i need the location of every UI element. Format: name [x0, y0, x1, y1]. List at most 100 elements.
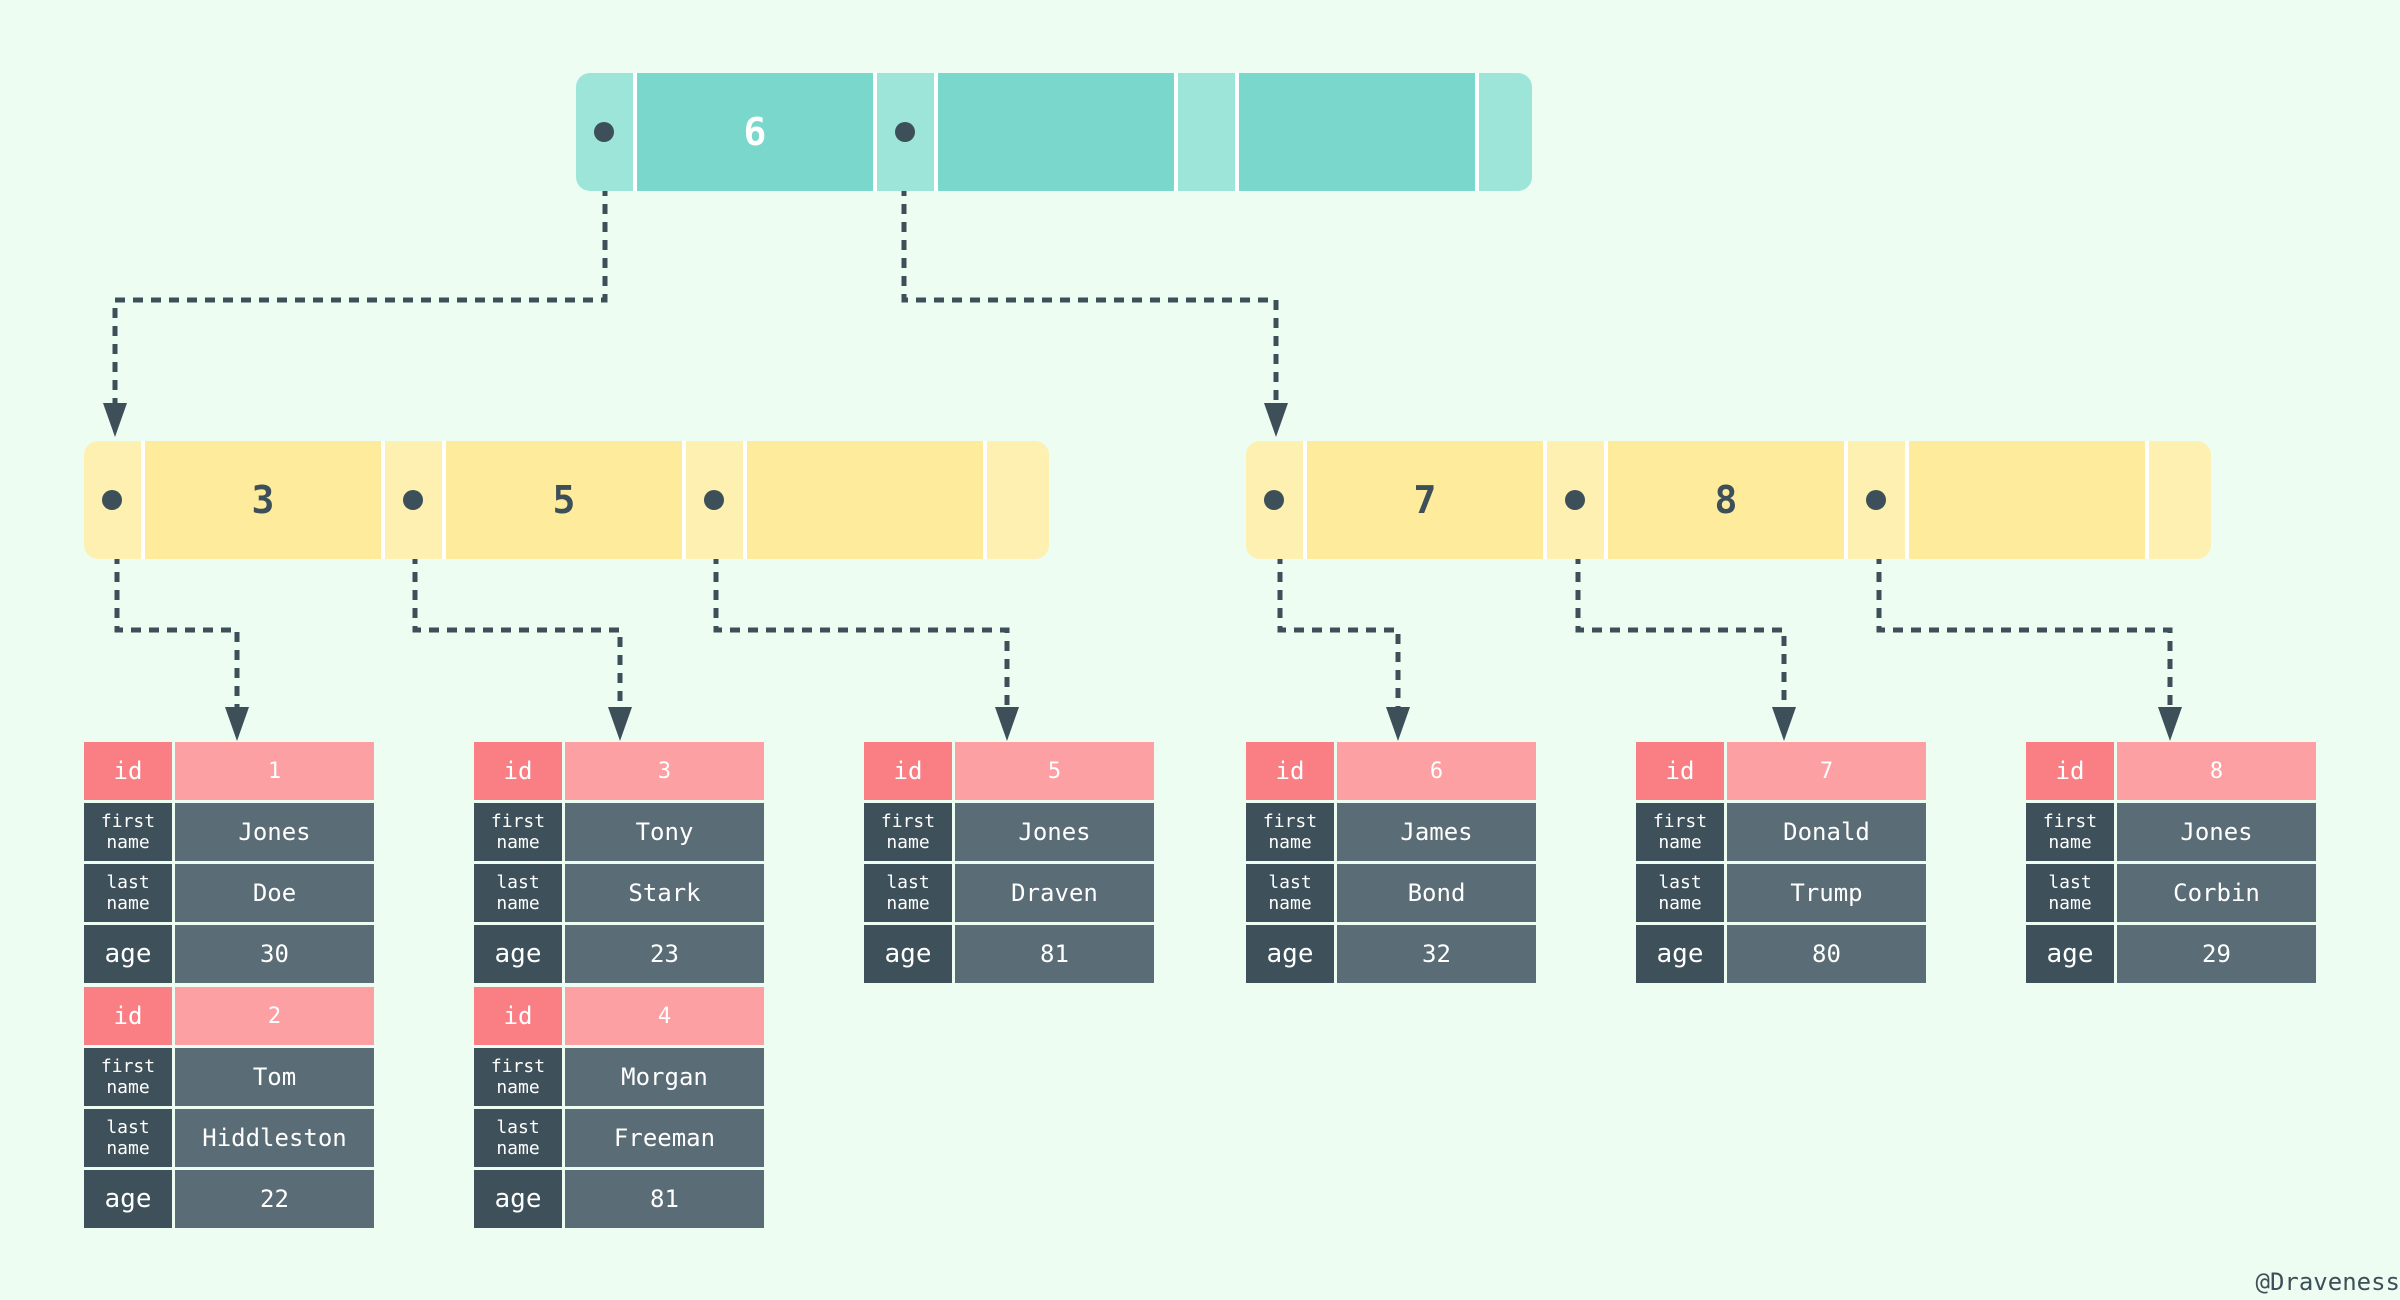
id-value: 6 [1337, 742, 1536, 800]
age-value: 29 [2117, 925, 2316, 983]
edge-leaf-3-to-record-1 [114, 500, 240, 733]
arrowhead-icon [2158, 707, 2182, 741]
leaf-key: 3 [145, 441, 381, 559]
first-name-value: James [1337, 803, 1536, 861]
leaf-end-slot [2149, 441, 2211, 559]
leaf-key: 8 [1608, 441, 1844, 559]
id-value: 5 [955, 742, 1154, 800]
age-value: 30 [175, 925, 374, 983]
id-label: id [474, 742, 562, 800]
leaf-node-left: 3 5 [84, 441, 1049, 559]
id-value: 3 [565, 742, 764, 800]
id-value: 8 [2117, 742, 2316, 800]
first-name-label: first name [474, 1048, 562, 1106]
arrowhead-icon [225, 707, 249, 741]
last-name-value: Draven [955, 864, 1154, 922]
id-label: id [474, 987, 562, 1045]
first-name-value: Donald [1727, 803, 1926, 861]
last-name-value: Bond [1337, 864, 1536, 922]
first-name-label: first name [1246, 803, 1334, 861]
root-key [938, 73, 1174, 191]
age-label: age [1636, 925, 1724, 983]
last-name-value: Stark [565, 864, 764, 922]
edge-leaf-8-to-record-7 [1575, 500, 1787, 733]
age-label: age [864, 925, 952, 983]
age-value: 22 [175, 1170, 374, 1228]
first-name-value: Jones [955, 803, 1154, 861]
last-name-label: last name [84, 864, 172, 922]
first-name-label: first name [864, 803, 952, 861]
arrowhead-icon [1772, 707, 1796, 741]
leaf-pointer-slot [84, 441, 141, 559]
id-label: id [2026, 742, 2114, 800]
age-label: age [2026, 925, 2114, 983]
first-name-value: Tom [175, 1048, 374, 1106]
id-label: id [1246, 742, 1334, 800]
leaf-node-right: 7 8 [1246, 441, 2211, 559]
pointer-dot-icon [1565, 490, 1585, 510]
edge-leaf-5-to-record-3 [412, 500, 623, 733]
pointer-dot-icon [403, 490, 423, 510]
first-name-label: first name [1636, 803, 1724, 861]
leaf-pointer-slot [1848, 441, 1905, 559]
id-value: 4 [565, 987, 764, 1045]
arrowhead-icon [1386, 707, 1410, 741]
root-end-slot [1479, 73, 1532, 191]
last-name-label: last name [1246, 864, 1334, 922]
age-value: 81 [955, 925, 1154, 983]
first-name-value: Jones [175, 803, 374, 861]
edge-root-to-left-leaf [112, 132, 608, 430]
leaf-pointer-slot [1246, 441, 1303, 559]
first-name-label: first name [2026, 803, 2114, 861]
id-label: id [84, 987, 172, 1045]
leaf-key: 5 [446, 441, 682, 559]
first-name-label: first name [474, 803, 562, 861]
root-key [1239, 73, 1475, 191]
age-value: 81 [565, 1170, 764, 1228]
pointer-dot-icon [1866, 490, 1886, 510]
pointer-dot-icon [1264, 490, 1284, 510]
last-name-label: last name [2026, 864, 2114, 922]
last-name-label: last name [864, 864, 952, 922]
leaf-pointer-slot [1547, 441, 1604, 559]
last-name-label: last name [474, 864, 562, 922]
first-name-label: first name [84, 803, 172, 861]
id-label: id [1636, 742, 1724, 800]
last-name-value: Freeman [565, 1109, 764, 1167]
age-value: 80 [1727, 925, 1926, 983]
leaf-key: 7 [1307, 441, 1543, 559]
pointer-dot-icon [704, 490, 724, 510]
age-value: 32 [1337, 925, 1536, 983]
id-value: 2 [175, 987, 374, 1045]
first-name-value: Morgan [565, 1048, 764, 1106]
id-label: id [84, 742, 172, 800]
author-credit: @Draveness [2255, 1268, 2400, 1296]
arrowhead-icon [608, 707, 632, 741]
first-name-label: first name [84, 1048, 172, 1106]
age-label: age [474, 925, 562, 983]
leaf-end-slot [987, 441, 1049, 559]
edge-leaf-end-to-record-5 [713, 500, 1010, 733]
pointer-dot-icon [102, 490, 122, 510]
leaf-pointer-slot [686, 441, 743, 559]
first-name-value: Jones [2117, 803, 2316, 861]
root-key: 6 [637, 73, 873, 191]
age-label: age [1246, 925, 1334, 983]
root-pointer-slot [877, 73, 934, 191]
age-value: 23 [565, 925, 764, 983]
root-pointer-slot [576, 73, 633, 191]
arrowhead-icon [995, 707, 1019, 741]
leaf-key [1909, 441, 2145, 559]
last-name-value: Trump [1727, 864, 1926, 922]
pointer-dot-icon [594, 122, 614, 142]
first-name-value: Tony [565, 803, 764, 861]
last-name-value: Doe [175, 864, 374, 922]
edge-leaf-end-to-record-8 [1876, 500, 2173, 733]
age-label: age [84, 925, 172, 983]
id-value: 7 [1727, 742, 1926, 800]
last-name-label: last name [84, 1109, 172, 1167]
